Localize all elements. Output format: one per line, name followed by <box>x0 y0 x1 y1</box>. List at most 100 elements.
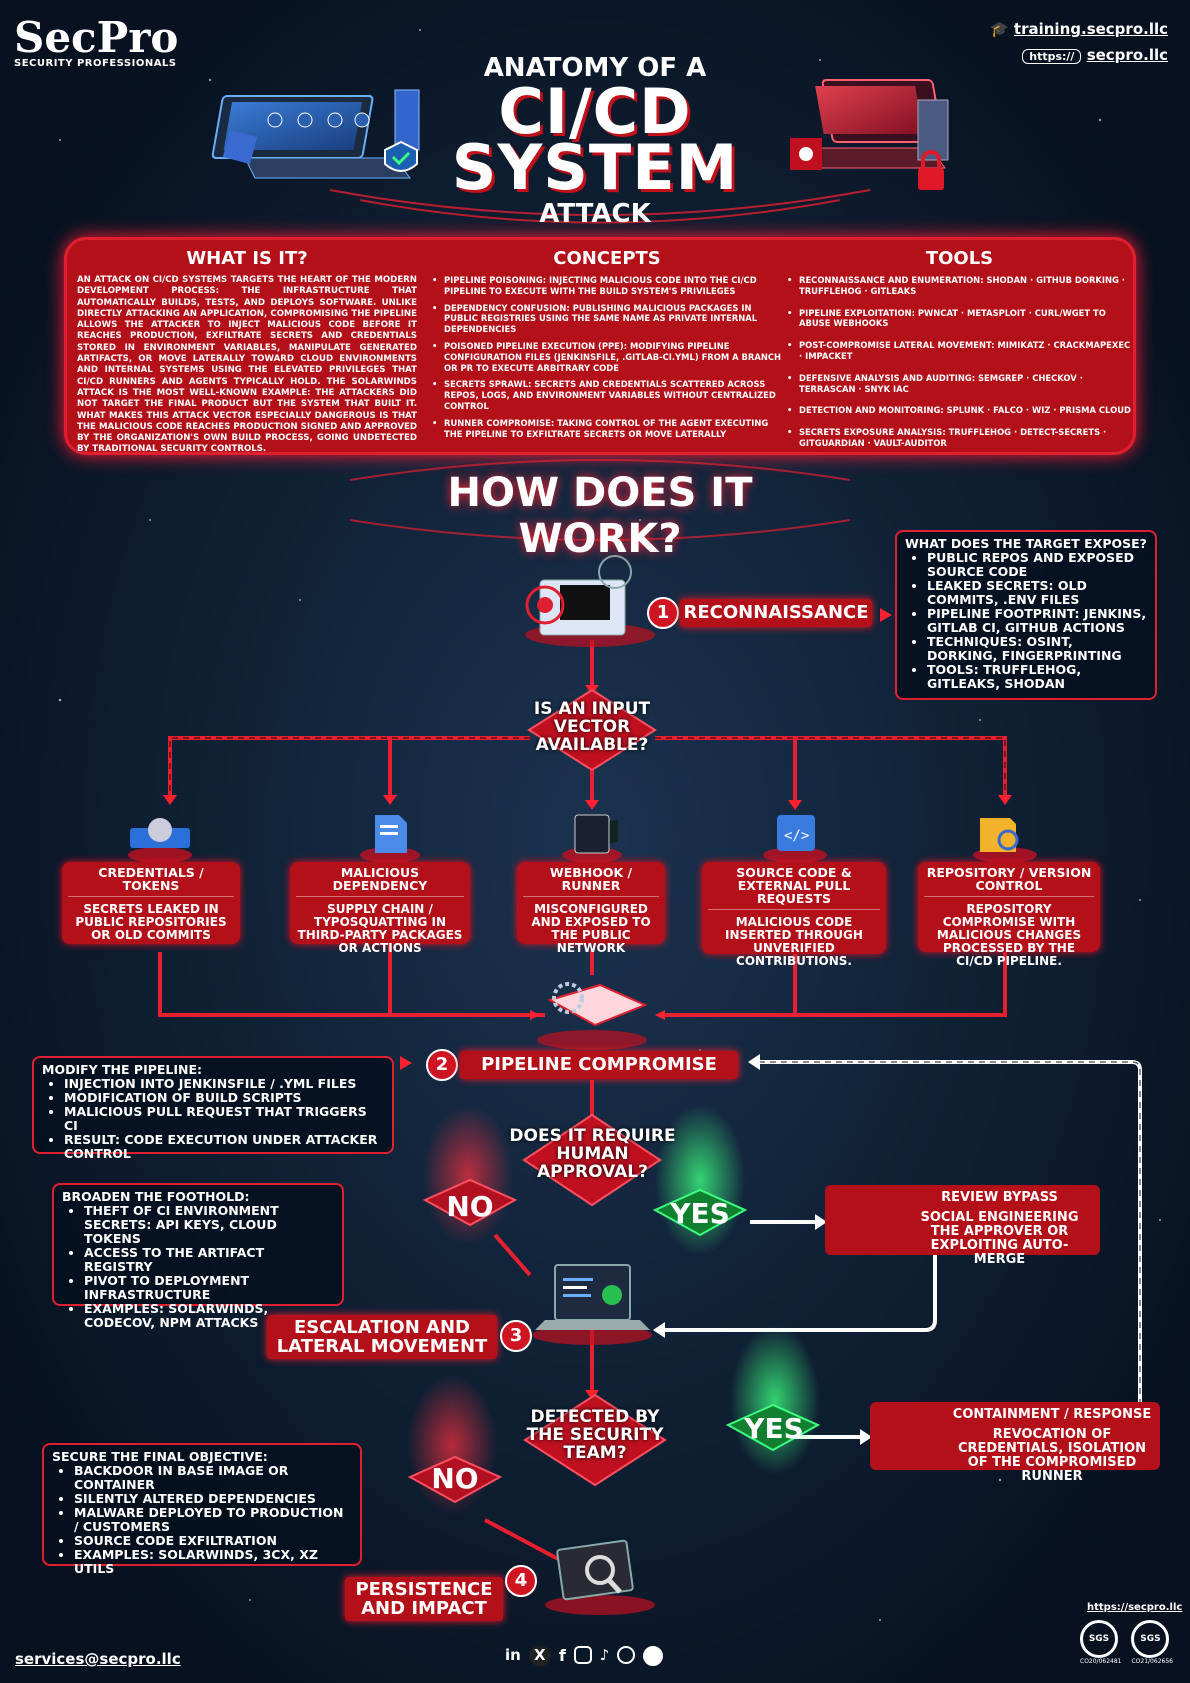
step-2-number: 2 <box>426 1049 458 1081</box>
cert-code: CO20/062481 <box>1080 1658 1122 1665</box>
expose-box: WHAT DOES THE TARGET EXPOSE? PUBLIC REPO… <box>895 530 1157 700</box>
decision-detected: DETECTED BY THE SECURITY TEAM? <box>526 1407 664 1463</box>
no-label-1: NO <box>446 1190 494 1223</box>
concept-item: RUNNER COMPROMISE: TAKING CONTROL OF THE… <box>432 418 782 440</box>
contain-desc: REVOCATION OF CREDENTIALS, ISOLATION OF … <box>957 1427 1147 1484</box>
no-label-2: NO <box>431 1462 479 1495</box>
concepts-heading: CONCEPTS <box>553 248 661 269</box>
site-link[interactable]: secpro.llc <box>1086 46 1168 64</box>
cert-badge-icon: SGS <box>1131 1620 1170 1658</box>
vector-title: WEBHOOK / RUNNER <box>523 866 659 897</box>
what-heading: WHAT IS IT? <box>186 248 308 269</box>
certifications: SGS CO20/062481 SGS CO21/062656 <box>1080 1620 1173 1665</box>
cert-badge: SGS CO20/062481 <box>1080 1620 1121 1665</box>
vector-desc: MALICIOUS CODE INSERTED THROUGH UNVERIFI… <box>725 915 863 968</box>
page-title: ANATOMY OF A CI/CD SYSTEM ATTACK <box>425 55 765 227</box>
title-line-2: CI/CD <box>498 75 692 148</box>
expose-title: WHAT DOES THE TARGET EXPOSE? <box>905 536 1147 551</box>
tools-section: TOOLS RECONNAISSANCE AND ENUMERATION: SH… <box>787 248 1132 460</box>
instagram-icon[interactable] <box>573 1646 592 1664</box>
cert-badge-icon: SGS <box>1080 1620 1118 1658</box>
modify-item: INJECTION INTO JENKINSFILE / .YML FILES <box>64 1077 384 1091</box>
broaden-item: THEFT OF CI ENVIRONMENT SECRETS: API KEY… <box>84 1204 334 1246</box>
vector-title: CREDENTIALS / TOKENS <box>68 866 234 897</box>
what-body: AN ATTACK ON CI/CD SYSTEMS TARGETS THE H… <box>77 275 417 455</box>
broaden-item: PIVOT TO DEPLOYMENT INFRASTRUCTURE <box>84 1274 334 1302</box>
decision-diamond-shapes <box>522 688 667 1487</box>
yes-label-1: YES <box>670 1197 730 1230</box>
step-4-label: PERSISTENCE AND IMPACT <box>345 1577 503 1621</box>
github-icon[interactable] <box>643 1646 664 1666</box>
modify-item: RESULT: CODE EXECUTION UNDER ATTACKER CO… <box>64 1133 384 1161</box>
step-4-number: 4 <box>505 1565 537 1597</box>
secure-item: EXAMPLES: SOLARWINDS, 3CX, XZ UTILS <box>74 1548 352 1576</box>
secure-objective-box: SECURE THE FINAL OBJECTIVE: BACKDOOR IN … <box>42 1443 362 1576</box>
training-link[interactable]: training.secpro.llc <box>1013 20 1168 38</box>
tool-item: POST-COMPROMISE LATERAL MOVEMENT: MIMIKA… <box>787 340 1132 362</box>
cert-badge: SGS CO21/062656 <box>1131 1620 1173 1665</box>
social-icons: in X f ♪ <box>505 1646 664 1666</box>
expose-item: TECHNIQUES: OSINT, DORKING, FINGERPRINTI… <box>927 635 1147 663</box>
header-links: 🎓 training.secpro.llc https:// secpro.ll… <box>990 16 1168 70</box>
review-bypass-box: REVIEW BYPASS SOCIAL ENGINEERING THE APP… <box>825 1185 1100 1267</box>
vector-credentials: CREDENTIALS / TOKENS SECRETS LEAKED IN P… <box>62 862 240 944</box>
expose-item: PIPELINE FOOTPRINT: JENKINS, GITLAB CI, … <box>927 607 1147 635</box>
vector-desc: MISCONFIGURED AND EXPOSED TO THE PUBLIC … <box>531 902 651 955</box>
tools-heading: TOOLS <box>925 248 994 269</box>
cert-code: CO21/062656 <box>1131 1658 1173 1665</box>
brand-tagline: SECURITY PROFESSIONALS <box>14 58 177 69</box>
broaden-item: ACCESS TO THE ARTIFACT REGISTRY <box>84 1246 334 1274</box>
modify-title: MODIFY THE PIPELINE: <box>42 1062 203 1077</box>
vector-repository: REPOSITORY / VERSION CONTROL REPOSITORY … <box>918 862 1100 968</box>
broaden-item: EXAMPLES: SOLARWINDS, CODECOV, NPM ATTAC… <box>84 1302 334 1330</box>
how-heading: HOW DOES IT WORK? <box>447 470 753 562</box>
secure-title: SECURE THE FINAL OBJECTIVE: <box>52 1449 268 1464</box>
vector-dependency: MALICIOUS DEPENDENCY SUPPLY CHAIN / TYPO… <box>290 862 470 955</box>
tool-item: PIPELINE EXPLOITATION: PWNCAT · METASPLO… <box>787 308 1132 330</box>
concept-item: PIPELINE POISONING: INJECTING MALICIOUS … <box>432 275 782 297</box>
title-line-1: ANATOMY OF A <box>483 53 707 83</box>
title-line-4: ATTACK <box>539 199 651 229</box>
secure-item: SILENTLY ALTERED DEPENDENCIES <box>74 1492 352 1506</box>
yes-label-2: YES <box>744 1412 804 1445</box>
broaden-title: BROADEN THE FOOTHOLD: <box>62 1189 250 1204</box>
vector-title: REPOSITORY / VERSION CONTROL <box>924 866 1094 897</box>
tiktok-icon[interactable]: ♪ <box>599 1646 610 1664</box>
https-label: https:// <box>1022 49 1082 64</box>
tool-item: SECRETS EXPOSURE ANALYSIS: TRUFFLEHOG · … <box>787 427 1132 449</box>
brand-name: SecPro <box>14 13 179 62</box>
what-is-it-section: WHAT IS IT? AN ATTACK ON CI/CD SYSTEMS T… <box>77 248 417 456</box>
facebook-icon[interactable]: f <box>558 1646 566 1665</box>
svg-text:</>: </> <box>784 828 809 844</box>
x-icon[interactable]: X <box>528 1646 551 1666</box>
step-3-number: 3 <box>500 1320 532 1352</box>
step-2-label: PIPELINE COMPROMISE <box>460 1051 738 1079</box>
concept-item: SECRETS SPRAWL: SECRETS AND CREDENTIALS … <box>432 379 782 411</box>
vector-desc: SUPPLY CHAIN / TYPOSQUATTING IN THIRD-PA… <box>297 902 463 955</box>
step-1-label: RECONNAISSANCE <box>680 599 872 627</box>
email-link[interactable]: services@secpro.llc <box>15 1650 181 1668</box>
info-panel: WHAT IS IT? AN ATTACK ON CI/CD SYSTEMS T… <box>64 237 1136 455</box>
footer-url-link[interactable]: https://secpro.llc <box>1087 1602 1183 1613</box>
step-1-number: 1 <box>647 597 679 629</box>
decision-input-vector: IS AN INPUT VECTOR AVAILABLE? <box>533 699 651 755</box>
expose-item: PUBLIC REPOS AND EXPOSED SOURCE CODE <box>927 551 1147 579</box>
vector-webhook: WEBHOOK / RUNNER MISCONFIGURED AND EXPOS… <box>517 862 665 955</box>
broaden-box: BROADEN THE FOOTHOLD: THEFT OF CI ENVIRO… <box>52 1183 344 1330</box>
bypass-desc: SOCIAL ENGINEERING THE APPROVER OR EXPLO… <box>920 1210 1079 1267</box>
linkedin-icon[interactable]: in <box>505 1646 521 1664</box>
modify-item: MODIFICATION OF BUILD SCRIPTS <box>64 1091 384 1105</box>
containment-box: CONTAINMENT / RESPONSE REVOCATION OF CRE… <box>870 1402 1160 1484</box>
tool-item: DETECTION AND MONITORING: SPLUNK · FALCO… <box>787 405 1132 416</box>
vector-desc: REPOSITORY COMPROMISE WITH MALICIOUS CHA… <box>936 902 1082 968</box>
chat-icon[interactable] <box>617 1646 636 1664</box>
bypass-title: REVIEW BYPASS <box>941 1190 1058 1205</box>
expose-item: LEAKED SECRETS: OLD COMMITS, .ENV FILES <box>927 579 1147 607</box>
compromised-laptop-illustration <box>790 79 949 190</box>
title-line-3: SYSTEM <box>451 131 739 204</box>
secure-item: SOURCE CODE EXFILTRATION <box>74 1534 352 1548</box>
tool-item: RECONNAISSANCE AND ENUMERATION: SHODAN ·… <box>787 275 1132 297</box>
vector-title: MALICIOUS DEPENDENCY <box>296 866 464 897</box>
vector-source-code: SOURCE CODE & EXTERNAL PULL REQUESTS MAL… <box>702 862 886 968</box>
expose-item: TOOLS: TRUFFLEHOG, GITLEAKS, SHODAN <box>927 663 1147 691</box>
